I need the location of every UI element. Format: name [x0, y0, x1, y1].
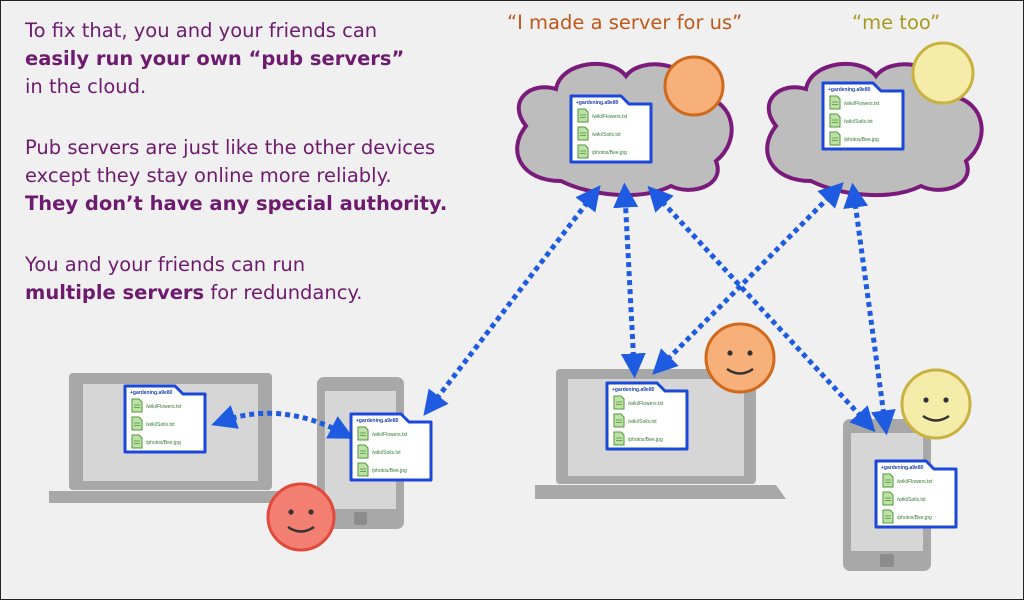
- file-name: /wiki/Soils.txt: [146, 422, 175, 428]
- sync-arrows: [211, 182, 896, 439]
- paragraph-pub-servers-intro: To fix that, you and your friends can ea…: [25, 17, 404, 101]
- file-name: /photos/Bee.jpg: [146, 440, 181, 446]
- document-icon: [613, 431, 625, 446]
- file-name: /wiki/Flowers.txt: [844, 101, 880, 107]
- face-yellow-top: [911, 41, 975, 105]
- document-icon: [577, 126, 589, 141]
- file-entry: /wiki/Soils.txt: [357, 444, 431, 459]
- document-icon: [131, 434, 143, 449]
- folder-title: +gardening.a9e80: [881, 465, 924, 471]
- document-icon: [357, 444, 369, 459]
- folder-title: +gardening.a9e80: [356, 418, 399, 424]
- document-icon: [613, 413, 625, 428]
- document-icon: [613, 395, 625, 410]
- text-line: Pub servers are just like the other devi…: [25, 136, 436, 159]
- document-icon: [829, 113, 841, 128]
- file-entry: /wiki/Flowers.txt: [829, 95, 903, 110]
- document-icon: [882, 509, 894, 524]
- text-line-bold: multiple servers: [25, 281, 205, 304]
- document-icon: [577, 144, 589, 159]
- folder-title: +gardening.a9e80: [576, 100, 619, 106]
- file-entry: /wiki/Soils.txt: [829, 113, 903, 128]
- file-entry: /photos/Bee.jpg: [613, 431, 687, 446]
- face-yellow-phone: [900, 368, 972, 440]
- file-name: /wiki/Soils.txt: [372, 450, 401, 456]
- file-entry: /photos/Bee.jpg: [131, 434, 205, 449]
- file-entry: /photos/Bee.jpg: [882, 509, 956, 524]
- document-icon: [131, 398, 143, 413]
- file-name: /photos/Bee.jpg: [897, 515, 932, 521]
- file-name: /photos/Bee.jpg: [844, 137, 879, 143]
- folder-card-phone-right: +gardening.a9e80/wiki/Flowers.txt/wiki/S…: [874, 459, 958, 529]
- file-name: /wiki/Soils.txt: [592, 132, 621, 138]
- arrow-laptop-phone: [211, 405, 355, 439]
- folder-card-cloud2: +gardening.a9e80/wiki/Flowers.txt/wiki/S…: [821, 81, 905, 151]
- face-orange-laptop: [704, 322, 776, 394]
- file-entry: /wiki/Soils.txt: [577, 126, 651, 141]
- file-entry: /wiki/Flowers.txt: [357, 426, 431, 441]
- paragraph-redundancy: You and your friends can run multiple se…: [25, 251, 362, 307]
- file-name: /wiki/Flowers.txt: [146, 404, 182, 410]
- file-entry: /wiki/Flowers.txt: [882, 473, 956, 488]
- document-icon: [882, 491, 894, 506]
- folder-card-phone-left: +gardening.a9e80/wiki/Flowers.txt/wiki/S…: [349, 412, 433, 482]
- file-entry: /photos/Bee.jpg: [357, 462, 431, 477]
- document-icon: [131, 416, 143, 431]
- file-name: /wiki/Flowers.txt: [592, 114, 628, 120]
- folder-card-laptop-center: +gardening.a9e80/wiki/Flowers.txt/wiki/S…: [605, 381, 689, 451]
- document-icon: [357, 462, 369, 477]
- folder-card-laptop-left: +gardening.a9e80/wiki/Flowers.txt/wiki/S…: [123, 384, 207, 454]
- text-line: You and your friends can run: [25, 253, 306, 276]
- document-icon: [357, 426, 369, 441]
- file-name: /photos/Bee.jpg: [628, 437, 663, 443]
- file-name: /photos/Bee.jpg: [372, 468, 407, 474]
- file-name: /wiki/Soils.txt: [897, 497, 926, 503]
- text-line: for redundancy.: [204, 281, 363, 304]
- document-icon: [829, 95, 841, 110]
- folder-card-cloud1: +gardening.a9e80/wiki/Flowers.txt/wiki/S…: [569, 94, 653, 164]
- text-line-bold: They don’t have any special authority.: [25, 192, 448, 215]
- file-name: /photos/Bee.jpg: [592, 150, 627, 156]
- file-entry: /wiki/Soils.txt: [131, 416, 205, 431]
- arrow-cloud1-phone: [647, 185, 876, 433]
- arrow-cloud2-phone: [843, 182, 896, 436]
- face-orange-top: [663, 55, 725, 117]
- paragraph-pub-servers-authority: Pub servers are just like the other devi…: [25, 134, 447, 218]
- face-red: [266, 482, 336, 552]
- file-name: /wiki/Soils.txt: [844, 119, 873, 125]
- file-name: /wiki/Flowers.txt: [372, 432, 408, 438]
- file-entry: /wiki/Flowers.txt: [131, 398, 205, 413]
- text-line-bold: easily run your own “pub servers”: [25, 47, 405, 70]
- folder-title: +gardening.a9e80: [130, 390, 173, 396]
- quote-yellow-friend: “me too”: [852, 11, 941, 34]
- document-icon: [829, 131, 841, 146]
- file-entry: /wiki/Soils.txt: [882, 491, 956, 506]
- quote-orange-friend: “I made a server for us”: [507, 11, 743, 34]
- file-entry: /wiki/Flowers.txt: [577, 108, 651, 123]
- file-name: /wiki/Soils.txt: [628, 419, 657, 425]
- folder-title: +gardening.a9e80: [828, 87, 871, 93]
- text-line: To fix that, you and your friends can: [25, 19, 378, 42]
- folder-title: +gardening.a9e80: [612, 387, 655, 393]
- file-name: /wiki/Flowers.txt: [628, 401, 664, 407]
- document-icon: [577, 108, 589, 123]
- document-icon: [882, 473, 894, 488]
- file-name: /wiki/Flowers.txt: [897, 479, 933, 485]
- file-entry: /photos/Bee.jpg: [577, 144, 651, 159]
- file-entry: /wiki/Flowers.txt: [613, 395, 687, 410]
- text-line: in the cloud.: [25, 75, 147, 98]
- arrow-laptop-cloud1: [613, 182, 646, 379]
- file-entry: /wiki/Soils.txt: [613, 413, 687, 428]
- text-line: except they stay online more reliably.: [25, 164, 392, 187]
- file-entry: /photos/Bee.jpg: [829, 131, 903, 146]
